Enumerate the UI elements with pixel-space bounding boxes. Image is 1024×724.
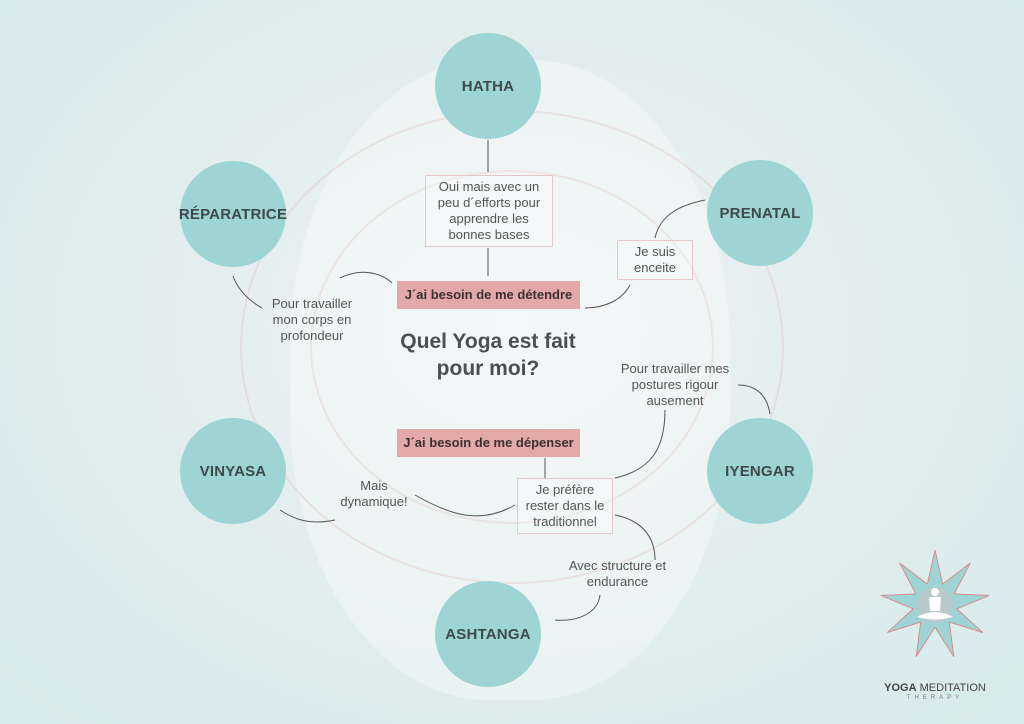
style-ashtanga[interactable]: ASHTANGA [435,581,541,687]
line-vinyasa [279,509,336,523]
style-iyengar[interactable]: IYENGAR [707,418,813,524]
line-prenatal [654,199,706,239]
brand-bold: YOGA [884,682,917,694]
line-iyengar-trad [614,409,666,479]
answer-hatha: Oui mais avec un peu d´efforts pour appr… [425,175,553,247]
style-label: ASHTANGA [445,625,531,643]
line-ashtanga-trad [614,514,656,561]
line-reparatrice [232,275,263,309]
line-ashtanga [554,594,601,621]
line-vinyasa-trad [414,494,516,517]
style-hatha[interactable]: HATHA [435,33,541,139]
line-iyengar [737,384,771,415]
answer-ashtanga: Avec structure et endurance [568,558,667,589]
brand-subtitle: THERAPY [906,695,964,701]
style-label: HATHA [461,77,515,95]
need-relax[interactable]: J´ai besoin de me détendre [397,281,580,309]
answer-reparatrice: Pour travailler mon corps en profondeur [271,296,353,343]
page-title: Quel Yoga est fait pour moi? [400,330,576,380]
brand-name: YOGA MEDITATION [860,682,1010,694]
style-label: RÉPARATRICE [178,205,288,223]
lotus-logo-icon [880,549,990,657]
line-prenatal-need [584,284,631,309]
brand-rest: MEDITATION [919,682,986,694]
line-reparatrice-need [339,271,393,284]
style-label: VINYASA [199,462,267,480]
style-vinyasa[interactable]: VINYASA [180,418,286,524]
answer-traditional: Je préfère rester dans le traditionnel [517,478,613,534]
background-mandala-inner [310,170,714,524]
style-label: IYENGAR [725,462,795,480]
need-spend[interactable]: J´ai besoin de me dépenser [397,429,580,457]
style-reparatrice[interactable]: RÉPARATRICE [178,161,288,267]
answer-prenatal: Je suis enceite [617,240,693,280]
style-label: PRENATAL [719,204,801,222]
answer-vinyasa: Mais dynamique! [340,478,408,509]
answer-iyengar: Pour travailler mes postures rigour ause… [620,361,730,408]
style-prenatal[interactable]: PRENATAL [707,160,813,266]
